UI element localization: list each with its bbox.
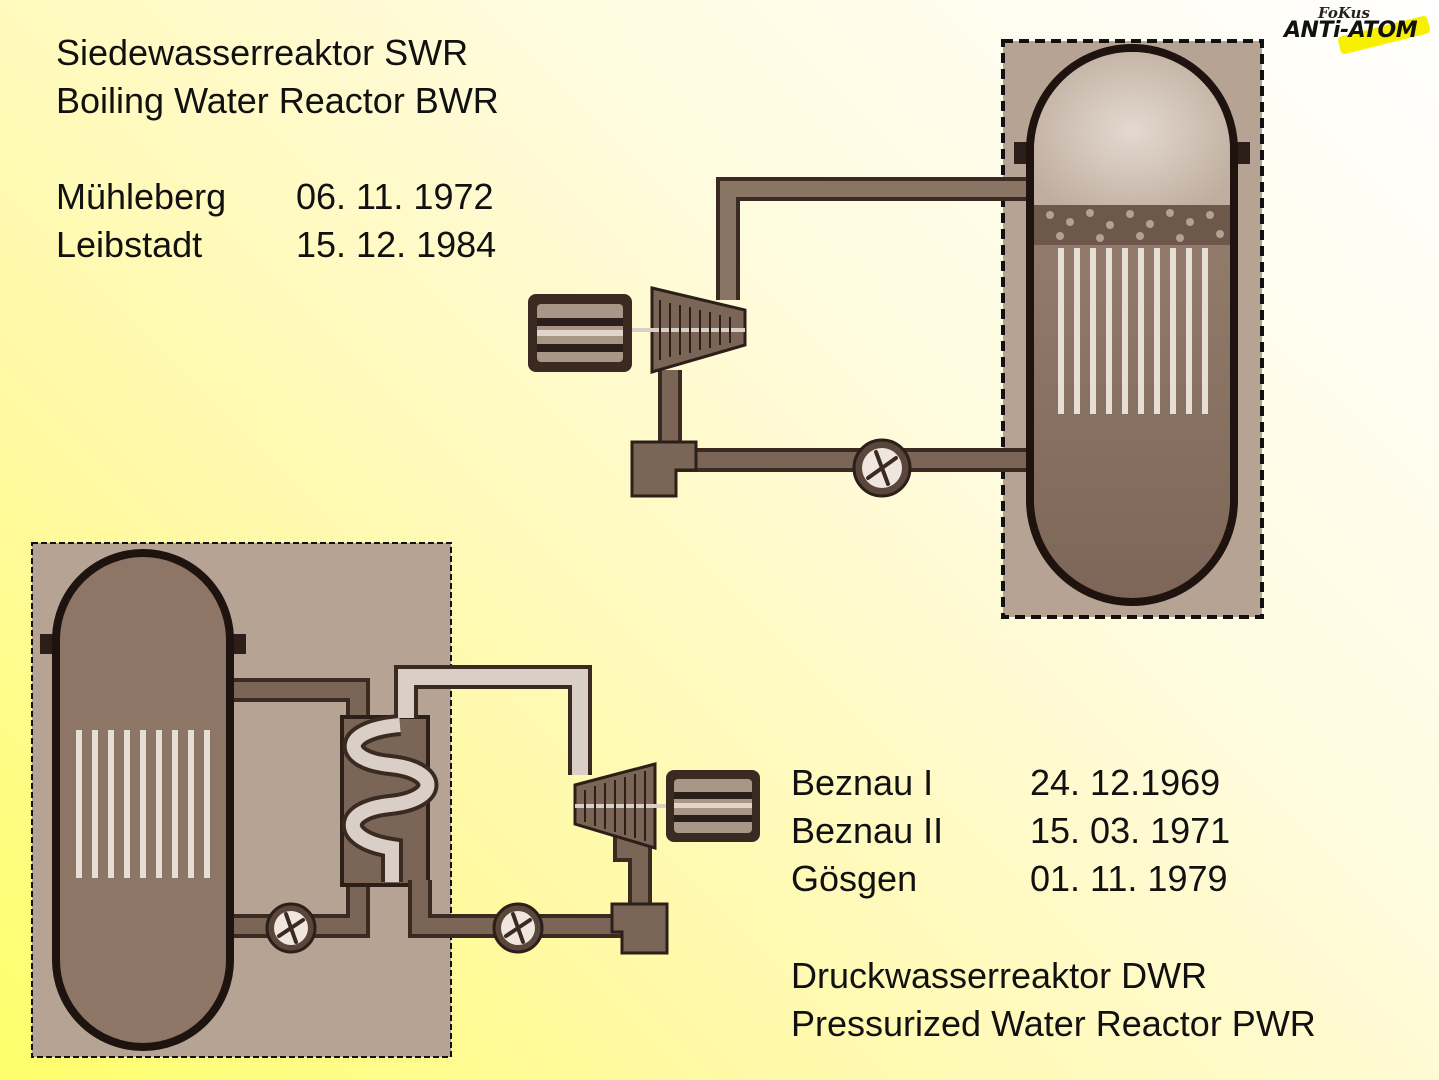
plant-name: Beznau I	[791, 762, 934, 803]
plant-name: Beznau II	[791, 810, 944, 851]
bwr-generator	[528, 294, 632, 372]
pwr-reactor-vessel	[40, 549, 246, 1051]
bwr-condenser	[630, 440, 698, 498]
logo-fokus-text: FoKus	[1318, 4, 1370, 22]
logo-anti-atom-text: ANTi-ATOM	[1284, 18, 1418, 43]
plant-date: 01. 11. 1979	[1030, 858, 1228, 899]
pwr-feedwater-pump	[492, 902, 544, 954]
pwr-generator	[666, 770, 760, 842]
plant-date: 06. 11. 1972	[296, 176, 494, 217]
plant-name: Leibstadt	[56, 224, 203, 265]
plant-name: Gösgen	[791, 858, 918, 899]
pwr-primary-pump	[265, 902, 317, 954]
pwr-secondary-loop	[394, 665, 652, 938]
pwr-title-en: Pressurized Water Reactor PWR	[791, 1003, 1316, 1044]
plant-name: Mühleberg	[56, 176, 227, 217]
pwr-condenser	[610, 902, 669, 955]
bwr-reactor-vessel	[1014, 44, 1250, 606]
pwr-steam-generator	[340, 714, 439, 887]
bwr-fuel-rods	[1058, 248, 1208, 414]
plant-date: 15. 12. 1984	[296, 224, 497, 265]
plant-date: 24. 12.1969	[1030, 762, 1221, 803]
pwr-fuel-rods	[76, 730, 210, 878]
anti-atom-logo: FoKus ANTi-ATOM	[1280, 4, 1436, 55]
bwr-circulation-pump	[852, 438, 912, 498]
bwr-title-en: Boiling Water Reactor BWR	[56, 80, 499, 121]
bwr-steam-pipe	[716, 177, 1040, 300]
pwr-turbine	[573, 762, 670, 851]
bwr-title-de: Siedewasserreaktor SWR	[56, 32, 469, 73]
pwr-title-de: Druckwasserreaktor DWR	[791, 955, 1208, 996]
plant-date: 15. 03. 1971	[1030, 810, 1231, 851]
